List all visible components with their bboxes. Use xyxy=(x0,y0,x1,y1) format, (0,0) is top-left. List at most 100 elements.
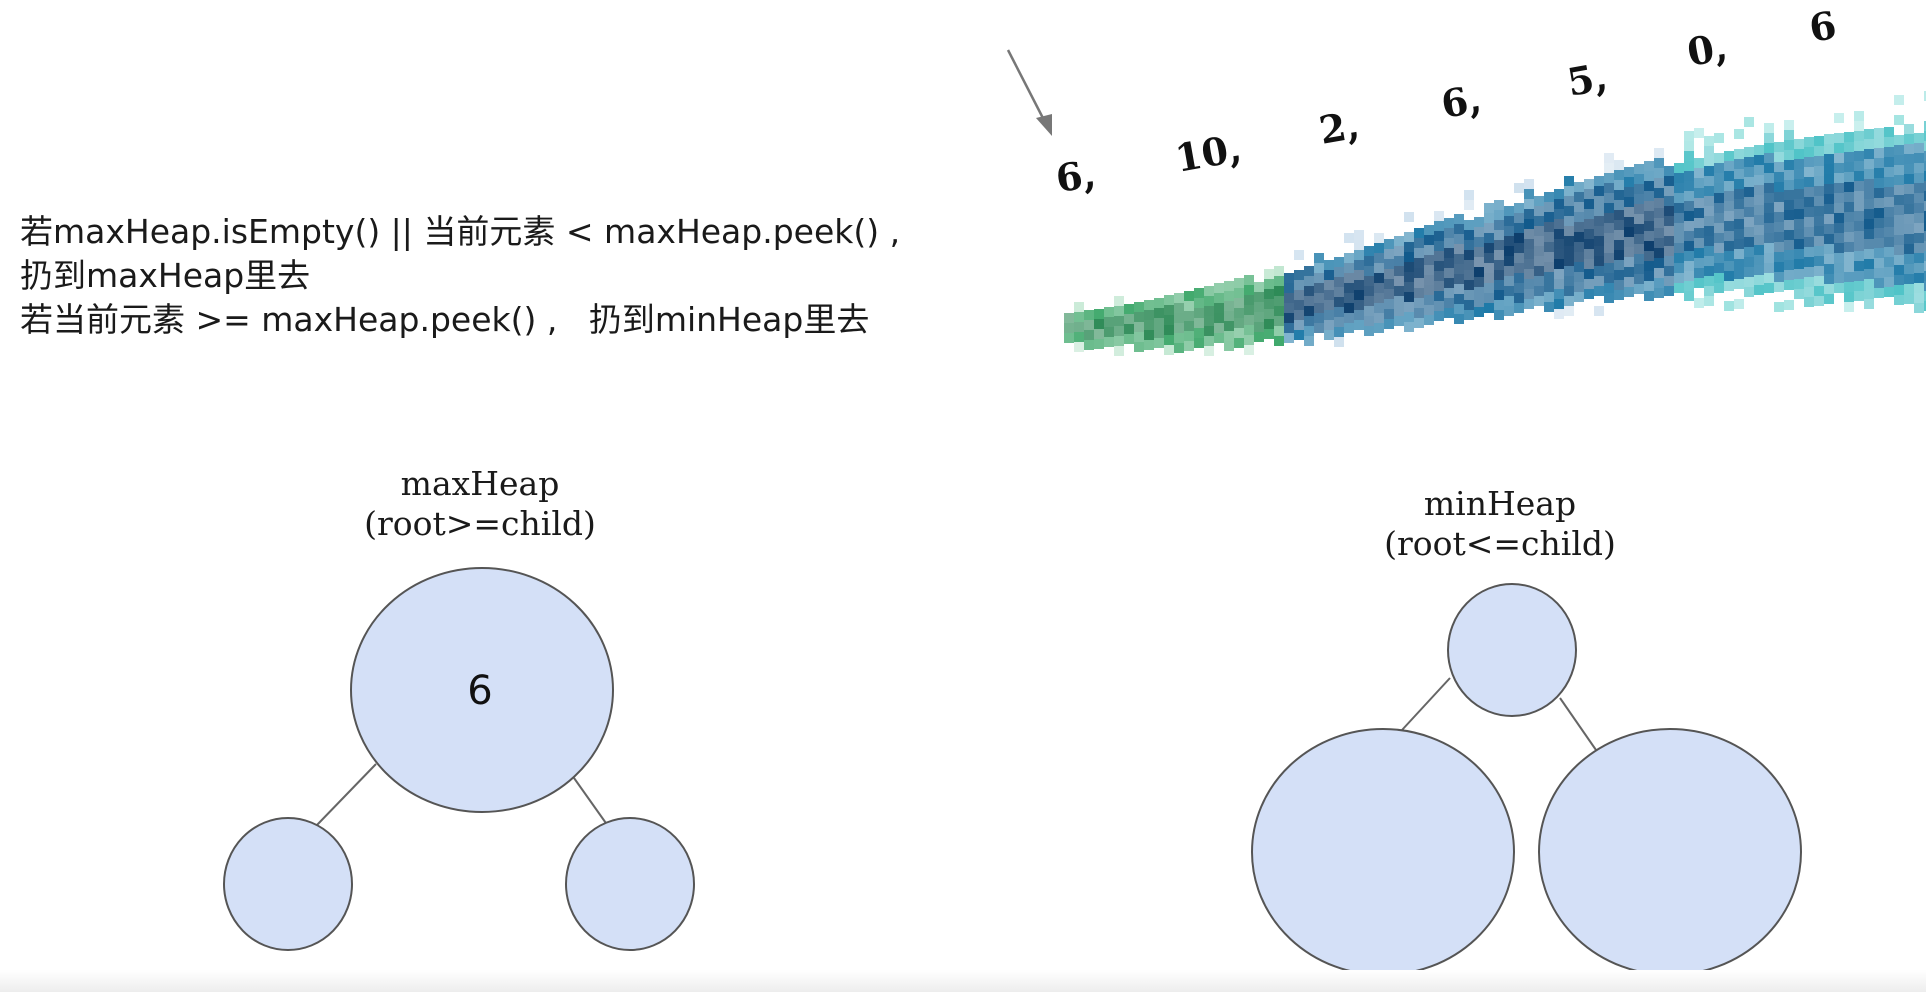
wave-pixel xyxy=(1644,251,1654,261)
wave-pixel xyxy=(1484,303,1494,313)
wave-pixel xyxy=(1434,251,1444,261)
stream-number-6: 0, xyxy=(1684,24,1731,75)
wave-pixel xyxy=(1474,277,1484,287)
wave-pixel xyxy=(1634,204,1644,214)
wave-pixel xyxy=(1534,236,1544,246)
wave-pixel xyxy=(1854,221,1864,231)
wave-pixel xyxy=(1194,288,1204,298)
wave-pixel xyxy=(1914,203,1924,213)
wave-pixel xyxy=(1614,210,1624,220)
wave-pixel xyxy=(1224,341,1234,351)
wave-pixel xyxy=(1814,196,1824,206)
min-heap-right-child-node xyxy=(1538,728,1802,976)
wave-pixel xyxy=(1844,262,1854,272)
wave-pixel xyxy=(1714,273,1724,283)
wave-pixel xyxy=(1164,295,1174,305)
wave-pixel xyxy=(1654,198,1664,208)
wave-pixel xyxy=(1234,328,1244,338)
wave-pixel xyxy=(1814,166,1824,176)
wave-pixel xyxy=(1164,305,1174,315)
wave-pixel xyxy=(1454,214,1464,224)
wave-pixel xyxy=(1484,263,1494,273)
wave-pixel xyxy=(1494,230,1504,240)
wave-pixel xyxy=(1394,236,1404,246)
wave-pixel xyxy=(1184,321,1194,331)
wave-pixel xyxy=(1604,153,1614,163)
wave-pixel xyxy=(1374,323,1384,333)
min-heap-edge-left xyxy=(1401,677,1451,731)
wave-pixel xyxy=(1924,201,1926,211)
wave-pixel xyxy=(1864,189,1874,199)
wave-pixel xyxy=(1924,141,1926,151)
wave-pixel xyxy=(1154,318,1164,328)
wave-pixel xyxy=(1244,325,1254,335)
wave-pixel xyxy=(1764,163,1774,173)
wave-pixel xyxy=(1394,316,1404,326)
wave-pixel xyxy=(1864,269,1874,279)
wave-pixel xyxy=(1914,283,1924,293)
wave-pixel xyxy=(1884,277,1894,287)
max-heap-title: maxHeap xyxy=(400,464,560,503)
wave-pixel xyxy=(1514,243,1524,253)
wave-pixel xyxy=(1844,212,1854,222)
wave-pixel xyxy=(1584,189,1594,199)
max-heap-edge-left xyxy=(315,763,377,827)
wave-pixel xyxy=(1464,260,1474,270)
wave-pixel xyxy=(1624,217,1634,227)
wave-pixel xyxy=(1564,236,1574,246)
wave-pixel xyxy=(1854,291,1864,301)
wave-pixel xyxy=(1594,226,1604,236)
wave-pixel xyxy=(1064,323,1074,333)
wave-pixel xyxy=(1394,266,1404,276)
wave-pixel xyxy=(1724,271,1734,281)
wave-pixel xyxy=(1164,315,1174,325)
wave-pixel xyxy=(1194,298,1204,308)
wave-pixel xyxy=(1444,248,1454,258)
wave-pixel xyxy=(1374,273,1384,283)
wave-pixel xyxy=(1734,259,1744,269)
wave-pixel xyxy=(1404,282,1414,292)
wave-pixel xyxy=(1604,293,1614,303)
wave-pixel xyxy=(1924,161,1926,171)
wave-pixel xyxy=(1544,292,1554,302)
wave-pixel xyxy=(1514,223,1524,233)
wave-pixel xyxy=(1414,318,1424,328)
wave-pixel xyxy=(1734,159,1744,169)
wave-pixel xyxy=(1774,172,1784,182)
wave-pixel xyxy=(1734,249,1744,259)
wave-pixel xyxy=(1864,289,1874,299)
wave-pixel xyxy=(1734,279,1744,289)
wave-pixel xyxy=(1294,300,1304,310)
wave-pixel xyxy=(1534,216,1544,226)
wave-pixel xyxy=(1684,221,1694,231)
wave-pixel xyxy=(1224,311,1234,321)
wave-pixel xyxy=(1544,222,1554,232)
wave-pixel xyxy=(1814,296,1824,306)
wave-pixel xyxy=(1124,304,1134,314)
wave-pixel xyxy=(1714,163,1724,173)
wave-pixel xyxy=(1324,280,1334,290)
wave-pixel xyxy=(1624,247,1634,257)
wave-pixel xyxy=(1214,333,1224,343)
wave-pixel xyxy=(1764,183,1774,193)
wave-pixel xyxy=(1824,144,1834,154)
wave-pixel xyxy=(1774,152,1784,162)
wave-pixel xyxy=(1304,276,1314,286)
wave-pixel xyxy=(1894,155,1904,165)
wave-pixel xyxy=(1254,322,1264,332)
wave-pixel xyxy=(1354,230,1364,240)
wave-pixel xyxy=(1874,148,1884,158)
wave-pixel xyxy=(1684,271,1694,281)
stream-arrow-icon xyxy=(1006,49,1052,136)
wave-pixel xyxy=(1324,310,1334,320)
wave-pixel xyxy=(1464,190,1474,200)
wave-pixel xyxy=(1564,276,1574,286)
wave-pixel xyxy=(1754,205,1764,215)
wave-pixel xyxy=(1884,247,1894,257)
wave-pixel xyxy=(1434,301,1444,311)
wave-pixel xyxy=(1874,128,1884,138)
wave-pixel xyxy=(1364,316,1374,326)
wave-pixel xyxy=(1774,232,1784,242)
wave-pixel xyxy=(1384,279,1394,289)
wave-pixel xyxy=(1464,270,1474,280)
